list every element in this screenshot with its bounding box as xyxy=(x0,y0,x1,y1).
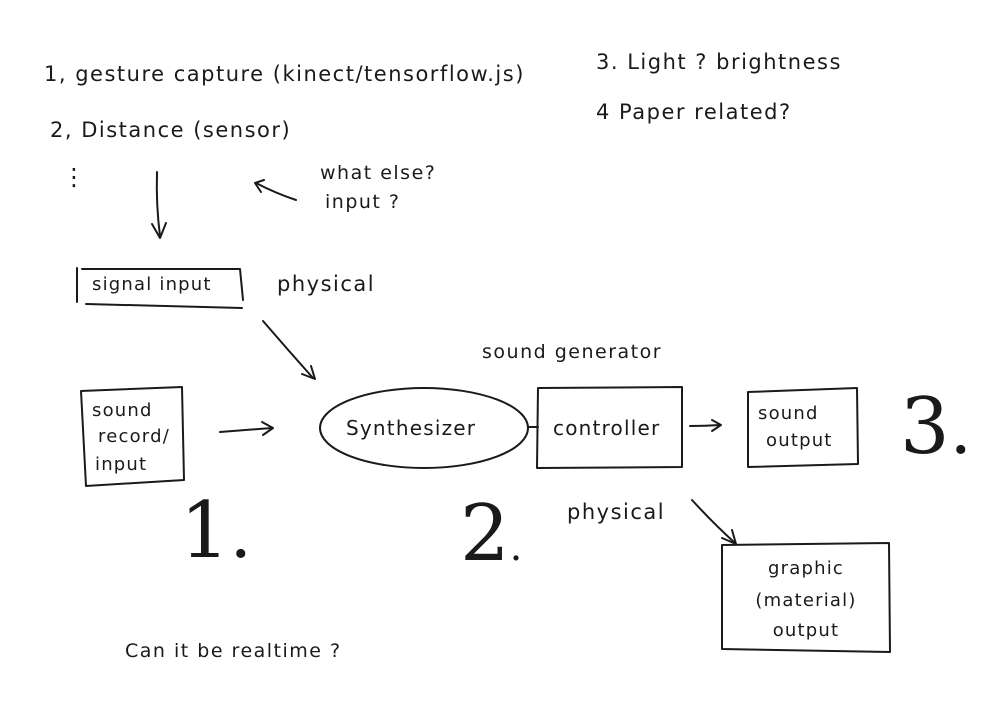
what-else-note: what else? xyxy=(320,162,437,184)
sound-record-line3: input xyxy=(95,454,148,475)
arrow-signal-to-synth xyxy=(262,320,314,379)
sound-record-box xyxy=(80,386,185,487)
graphic-output-line2: (material) xyxy=(755,590,857,611)
arrow-controller-to-graphic xyxy=(691,499,736,544)
sound-output-line1: sound xyxy=(758,403,819,424)
arrowhead-what-else xyxy=(254,179,265,193)
controller-physical: physical xyxy=(567,500,666,524)
stage-number-1: 1. xyxy=(180,486,252,576)
arrowhead-controller-to-output xyxy=(711,419,722,432)
input-item-paper: 4 Paper related? xyxy=(596,100,792,124)
graphic-output-line3: output xyxy=(772,620,840,641)
realtime-question: Can it be realtime ? xyxy=(125,640,342,662)
graphic-output-box xyxy=(721,542,891,653)
sound-output-box xyxy=(747,387,859,468)
stage-number-3: 3. xyxy=(900,382,972,472)
sound-generator-label: sound generator xyxy=(482,341,663,363)
synthesizer-label: Synthesizer xyxy=(346,416,477,440)
signal-input-physical: physical xyxy=(277,272,376,296)
signal-input-box xyxy=(76,267,244,309)
input-item-gesture: 1, gesture capture (kinect/tensorflow.js… xyxy=(44,62,525,86)
list-ellipsis: ⋮ xyxy=(62,163,88,191)
input-item-light: 3. Light ? brightness xyxy=(596,50,842,74)
arrow-what-else xyxy=(255,182,297,201)
signal-input-label: signal input xyxy=(92,274,212,295)
arrowhead-list-to-signal xyxy=(151,222,167,239)
what-else-note-input: input ? xyxy=(325,191,401,213)
arrowhead-signal-to-synth xyxy=(301,365,316,380)
arrow-list-to-signal xyxy=(155,171,161,237)
input-item-distance: 2, Distance (sensor) xyxy=(50,118,292,142)
arrow-record-to-synth xyxy=(219,427,273,433)
graphic-output-line1: graphic xyxy=(768,558,844,579)
sound-record-line1: sound xyxy=(92,400,153,421)
stage-number-2: 2. xyxy=(460,489,523,579)
arrow-controller-to-output xyxy=(689,424,721,427)
arrowhead-record-to-synth xyxy=(261,421,274,436)
sound-output-line2: output xyxy=(766,430,833,451)
controller-label: controller xyxy=(553,416,661,440)
controller-box xyxy=(536,386,683,469)
sound-record-line2: record/ xyxy=(98,426,170,447)
